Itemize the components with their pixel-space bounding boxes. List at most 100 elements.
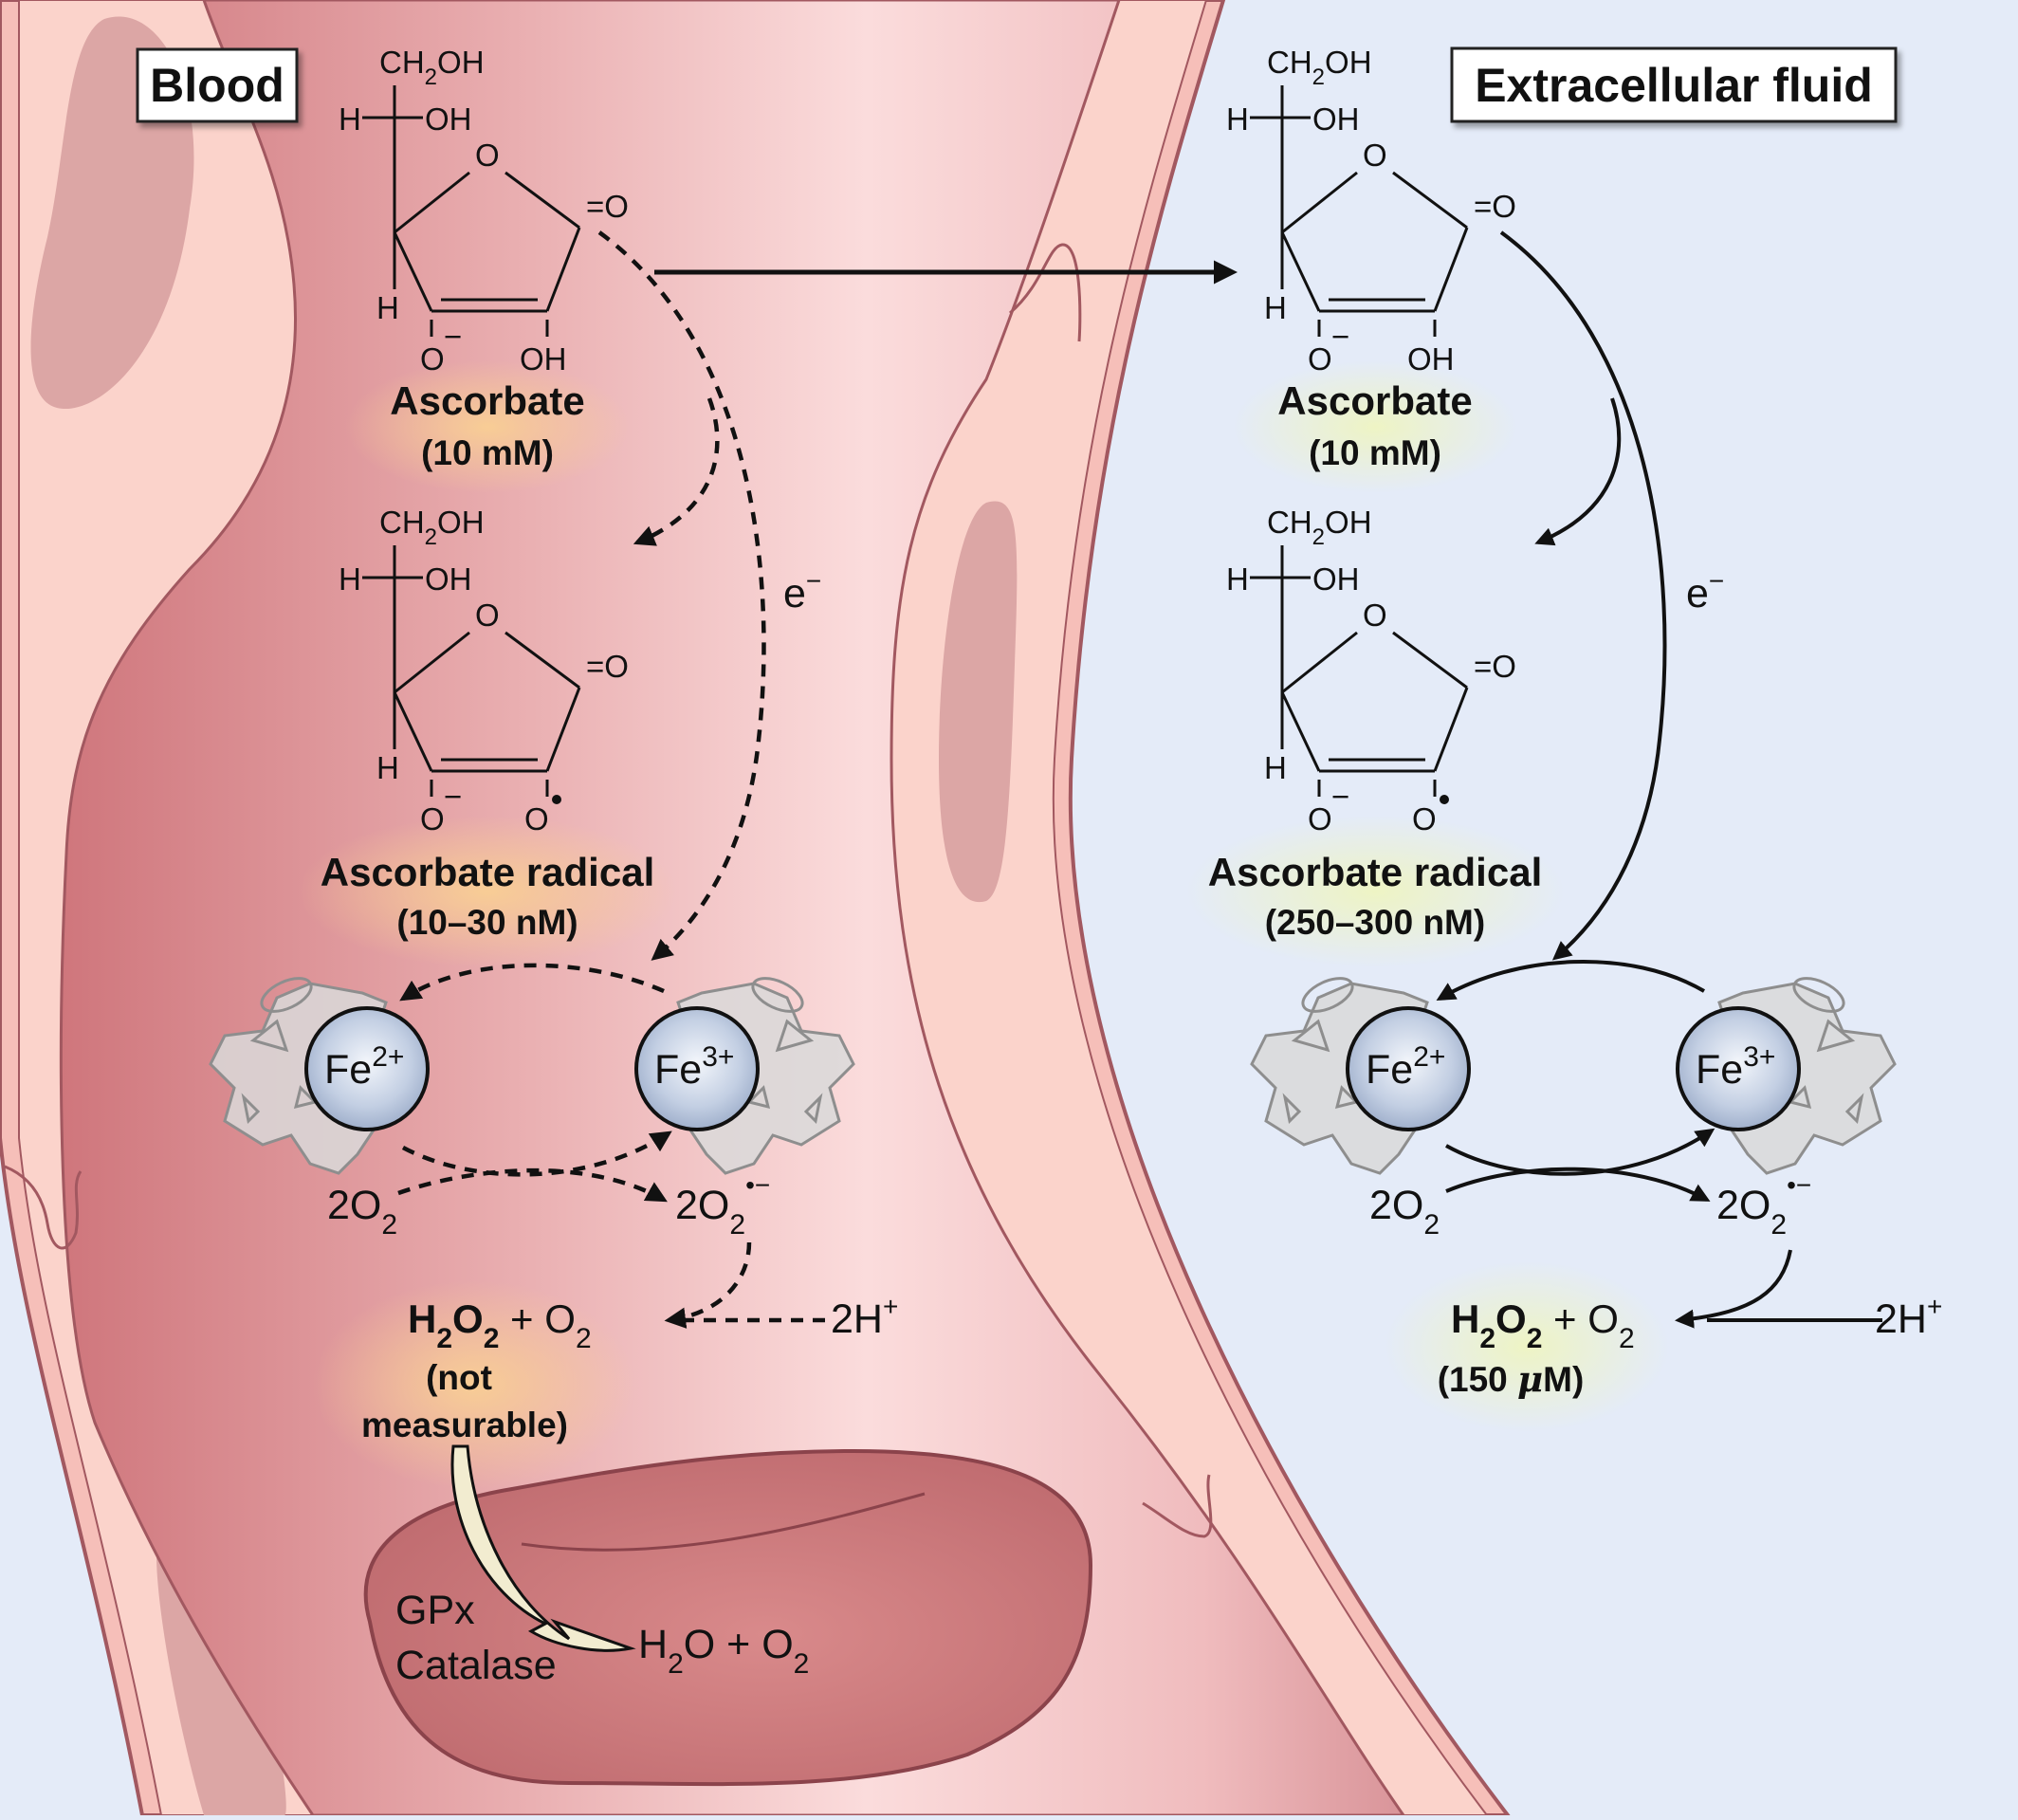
- protein-cavity: [1291, 1019, 1330, 1053]
- carbonyl-group: =O: [586, 649, 629, 684]
- radical-glow-ecf: [1185, 816, 1565, 967]
- hydrogen-atom: H: [1264, 290, 1287, 325]
- ring-bond: [393, 691, 433, 772]
- protein-cavity: [241, 1093, 261, 1125]
- iron-fe2-ecf-label: Fe2+: [1366, 1041, 1445, 1093]
- ascorbate-glow-ecf: [1233, 360, 1517, 493]
- hydroxyl-group: OH: [425, 561, 472, 597]
- ch2oh-group: CH2OH: [379, 505, 485, 550]
- radical-dot: [1440, 795, 1449, 804]
- oxygen-radical: O: [1412, 801, 1437, 836]
- oxygen-anion: O: [420, 341, 445, 377]
- ring-oxygen: O: [475, 138, 500, 173]
- electron-label-blood: e−: [783, 566, 821, 616]
- protein-loop: [751, 977, 804, 1013]
- ring-bond: [1392, 171, 1468, 230]
- ring-bond: [1433, 227, 1469, 312]
- protein-cavity: [746, 1085, 771, 1110]
- iron-fe3-blood-label: Fe3+: [654, 1041, 734, 1093]
- hydrogen-atom: H: [1264, 750, 1287, 785]
- ecf-arrow-fe3-to-fe2: [1436, 960, 1706, 1002]
- blood-arrow-fe3-to-fe2: [399, 963, 665, 1002]
- negative-charge: −: [444, 319, 462, 354]
- radical-dot: [552, 795, 561, 804]
- protein-loop: [1301, 977, 1354, 1013]
- protein-cavity: [803, 1093, 823, 1125]
- protein-cavity: [1334, 1085, 1359, 1110]
- protein-cavity: [1282, 1093, 1302, 1125]
- peroxide-note-line2: measurable): [361, 1406, 568, 1444]
- hydrogen-atom: H: [339, 101, 361, 137]
- iron-proteins: Fe2+Fe3+Fe2+Fe3+: [209, 977, 1897, 1175]
- ascorbate-label-blood: Ascorbate: [390, 378, 584, 423]
- iron-fe3-ecf-label: Fe3+: [1696, 1041, 1775, 1093]
- product-glow-ecf: [1385, 1261, 1669, 1432]
- protein-cavity: [1788, 1085, 1812, 1110]
- radical-concentration-ecf: (250–300 nM): [1265, 903, 1485, 942]
- protein-loop: [260, 977, 313, 1013]
- blood-label-box: [136, 47, 299, 123]
- ecf-label-box: [1450, 46, 1898, 123]
- cell-junction: [1142, 1474, 1213, 1538]
- ring-bond: [1433, 687, 1469, 772]
- hydrogen-atom: H: [339, 561, 361, 597]
- enzyme-label-catalase: Catalase: [395, 1643, 557, 1688]
- superoxide-label-blood: 2O2•−: [675, 1170, 770, 1241]
- ascorbate-concentration-blood: (10 mM): [421, 433, 554, 472]
- ring-bond: [1392, 631, 1468, 689]
- negative-charge: −: [444, 779, 462, 814]
- ecf-arrow-fe2-to-fe3: [1445, 1128, 1715, 1176]
- protons-label-ecf: 2H+: [1875, 1292, 1942, 1342]
- iron-fe3-blood-sphere: [634, 1006, 760, 1131]
- ecf-arrow-ascorbate-to-radical: [1534, 397, 1622, 546]
- ch2oh-group: CH2OH: [1267, 505, 1372, 550]
- ecf-label: Extracellular fluid: [1475, 59, 1873, 112]
- oxygen-label-ecf: 2O2: [1369, 1183, 1440, 1241]
- ring-oxygen: O: [475, 597, 500, 633]
- oxygen-label-blood: 2O2: [327, 1183, 397, 1241]
- negative-charge: −: [1331, 319, 1349, 354]
- radical-glow-blood: [298, 816, 677, 967]
- ascorbate-concentration-ecf: (10 mM): [1309, 433, 1441, 472]
- cell-junction: [1009, 243, 1082, 342]
- carbonyl-group: =O: [1474, 189, 1516, 224]
- ring-bond: [1280, 231, 1321, 312]
- ring-bond: [394, 171, 470, 234]
- ring-oxygen: O: [1363, 138, 1387, 173]
- water-oxygen-label: H2O + O2: [638, 1622, 809, 1680]
- product-glow-blood: [313, 1280, 635, 1489]
- oxygen-anion: O: [1308, 341, 1332, 377]
- carbonyl-group: =O: [1474, 649, 1516, 684]
- ring-oxygen: O: [1363, 597, 1387, 633]
- oxygen-anion: O: [1308, 801, 1332, 836]
- protein-cavity: [293, 1085, 318, 1110]
- blood-arrow-fe2-to-fe3: [401, 1131, 672, 1177]
- peroxide-label-ecf: H2O2 + O2: [1451, 1296, 1635, 1354]
- ecf-arrow-electron: [1499, 230, 1667, 961]
- protein-cavity: [775, 1019, 815, 1053]
- blood-label: Blood: [150, 59, 284, 112]
- ring-bond: [545, 227, 581, 312]
- hydrogen-atom: H: [376, 290, 399, 325]
- superoxide-label-ecf: 2O2•−: [1716, 1170, 1811, 1241]
- endothelial-nucleus: [939, 501, 1018, 903]
- ring-bond: [394, 631, 470, 694]
- blood-arrow-ascorbate-to-radical: [633, 397, 720, 546]
- iron-fe2-ecf-sphere: [1346, 1006, 1471, 1131]
- hydroxyl-group: OH: [1407, 341, 1455, 377]
- protein-loop: [1792, 977, 1845, 1013]
- oxygen-anion: O: [420, 801, 445, 836]
- hydrogen-atom: H: [376, 750, 399, 785]
- hydroxyl-group: OH: [1312, 561, 1360, 597]
- ring-bond: [393, 231, 433, 312]
- radical-label-ecf: Ascorbate radical: [1208, 850, 1543, 894]
- ring-bond: [504, 171, 580, 230]
- ring-bond: [545, 687, 581, 772]
- ring-bond: [1280, 691, 1321, 772]
- radical-concentration-blood: (10–30 nM): [396, 903, 578, 942]
- protein-cavity: [1816, 1019, 1856, 1053]
